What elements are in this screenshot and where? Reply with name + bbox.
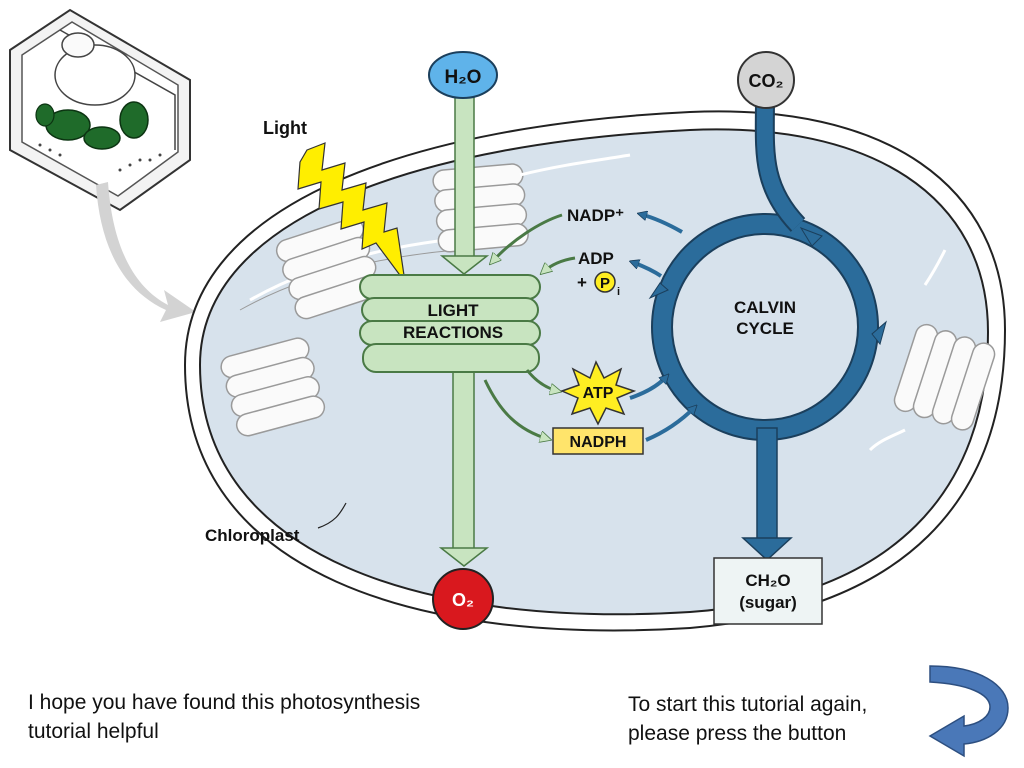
nadph-label: NADPH: [570, 434, 627, 451]
curved-return-arrow-icon: [928, 665, 1009, 758]
oxygen-label: O₂: [452, 590, 474, 610]
restart-instruction: To start this tutorial again, please pre…: [628, 693, 868, 745]
oxygen-output-circle: [432, 568, 494, 630]
sugar-label-line2: (sugar): [739, 593, 797, 612]
adp-return-arrow: [543, 256, 576, 272]
nadph-box: [552, 427, 644, 455]
oxygen-output-arrow: [438, 371, 490, 567]
water-input-circle: [428, 51, 498, 99]
chloroplast-label: Chloroplast: [205, 526, 300, 545]
co2-input-circle: [737, 51, 795, 109]
nadph-to-calvin-arrow: [645, 407, 695, 442]
sugar-label-line1: CH₂O: [745, 571, 790, 590]
sugar-output-box: [713, 557, 823, 625]
nadp-return-arrow: [492, 213, 563, 262]
light-to-nadph-arrow: [483, 379, 548, 439]
plus-sign: +: [577, 273, 587, 292]
closing-message: I hope you have found this photosynthesi…: [28, 691, 421, 743]
chloroplast-leader-line: [317, 502, 347, 529]
co2-label: CO₂: [749, 71, 784, 91]
restart-button[interactable]: [924, 660, 1014, 760]
phosphate-circle: [594, 271, 616, 293]
light-label: Light: [263, 118, 307, 138]
phosphate-subscript: i: [617, 286, 620, 298]
atp-star-icon: [559, 360, 637, 426]
light-reactions-label-line2: REACTIONS: [403, 323, 503, 342]
water-label: H₂O: [445, 67, 482, 88]
calvin-to-adp-arrow: [632, 262, 663, 278]
atp-to-calvin-arrow: [629, 376, 667, 400]
calvin-to-nadp-arrow: [640, 214, 683, 234]
zoom-pointer-arrow: [96, 182, 196, 322]
plant-cell-icon: [9, 8, 191, 212]
calvin-cycle-label-line2: CYCLE: [736, 319, 794, 338]
nadp-plus-label: NADP⁺: [567, 206, 624, 225]
light-to-atp-arrow: [525, 369, 558, 391]
adp-label: ADP: [578, 249, 614, 268]
light-reactions-stack: [359, 274, 541, 373]
atp-label: ATP: [583, 385, 614, 402]
phosphate-label: P: [600, 275, 610, 292]
light-reactions-label-line1: LIGHT: [428, 301, 480, 320]
calvin-cycle-label-line1: CALVIN: [734, 298, 796, 317]
sugar-output-arrow: [741, 427, 793, 562]
